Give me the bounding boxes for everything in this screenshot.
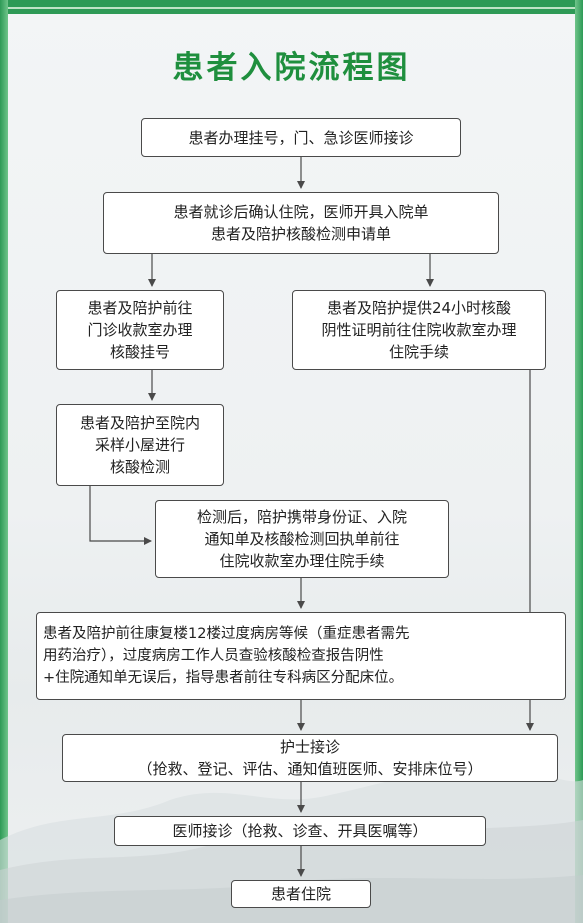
left-border bbox=[0, 0, 8, 923]
step-text: 核酸挂号 bbox=[109, 343, 170, 361]
step-transition-ward: 患者及陪护前往康复楼12楼过度病房等候（重症患者需先 用药治疗），过度病房工作人… bbox=[36, 612, 566, 700]
right-border bbox=[575, 0, 583, 923]
step-text: 患者及陪护前往 bbox=[87, 299, 193, 317]
step-after-test: 检测后，陪护携带身份证、入院 通知单及核酸检测回执单前往 住院收款室办理住院手续 bbox=[155, 500, 449, 578]
step-text: 检测后，陪护携带身份证、入院 bbox=[196, 508, 407, 526]
step-text: 护士接诊 bbox=[279, 738, 340, 756]
step-text: 核酸检测 bbox=[109, 458, 170, 476]
step-text: 患者及陪护至院内 bbox=[79, 414, 200, 432]
step-text: 患者及陪护提供24小时核酸 bbox=[326, 299, 512, 317]
step-text: 用药治疗），过度病房工作人员查验核酸检查报告阴性 bbox=[43, 648, 384, 664]
step-text: 医师接诊（抢救、诊查、开具医嘱等） bbox=[172, 822, 428, 840]
step-admitted: 患者住院 bbox=[231, 880, 371, 908]
step-text: 患者就诊后确认住院，医师开具入院单 bbox=[173, 203, 429, 221]
step-doctor-reception: 医师接诊（抢救、诊查、开具医嘱等） bbox=[114, 816, 486, 846]
step-text: 住院手续 bbox=[388, 343, 449, 361]
step-text: 门诊收款室办理 bbox=[87, 321, 193, 339]
step-register: 患者办理挂号，门、急诊医师接诊 bbox=[141, 118, 461, 157]
step-text: 患者及陪护核酸检测申请单 bbox=[210, 225, 391, 243]
step-text: 采样小屋进行 bbox=[94, 436, 185, 454]
step-confirm-admission: 患者就诊后确认住院，医师开具入院单 患者及陪护核酸检测申请单 bbox=[103, 192, 499, 254]
step-text: 患者住院 bbox=[270, 885, 331, 903]
step-text: +住院通知单无误后，指导患者前往专科病区分配床位。 bbox=[43, 670, 404, 686]
page-title: 患者入院流程图 bbox=[172, 50, 411, 86]
step-nurse-reception: 护士接诊 （抢救、登记、评估、通知值班医师、安排床位号） bbox=[62, 734, 558, 782]
step-text: 患者及陪护前往康复楼12楼过度病房等候（重症患者需先 bbox=[43, 626, 410, 642]
top-border bbox=[0, 0, 583, 14]
step-sampling: 患者及陪护至院内 采样小屋进行 核酸检测 bbox=[56, 404, 224, 486]
step-text: 通知单及核酸检测回执单前往 bbox=[204, 530, 400, 548]
step-text: 住院收款室办理住院手续 bbox=[219, 552, 385, 570]
step-text: 患者办理挂号，门、急诊医师接诊 bbox=[188, 128, 414, 147]
step-text: （抢救、登记、评估、通知值班医师、安排床位号） bbox=[137, 760, 483, 778]
step-text: 阴性证明前往住院收款室办理 bbox=[321, 321, 517, 339]
step-outpatient-payment: 患者及陪护前往 门诊收款室办理 核酸挂号 bbox=[56, 290, 224, 370]
step-provide-certificate: 患者及陪护提供24小时核酸 阴性证明前往住院收款室办理 住院手续 bbox=[292, 290, 546, 370]
